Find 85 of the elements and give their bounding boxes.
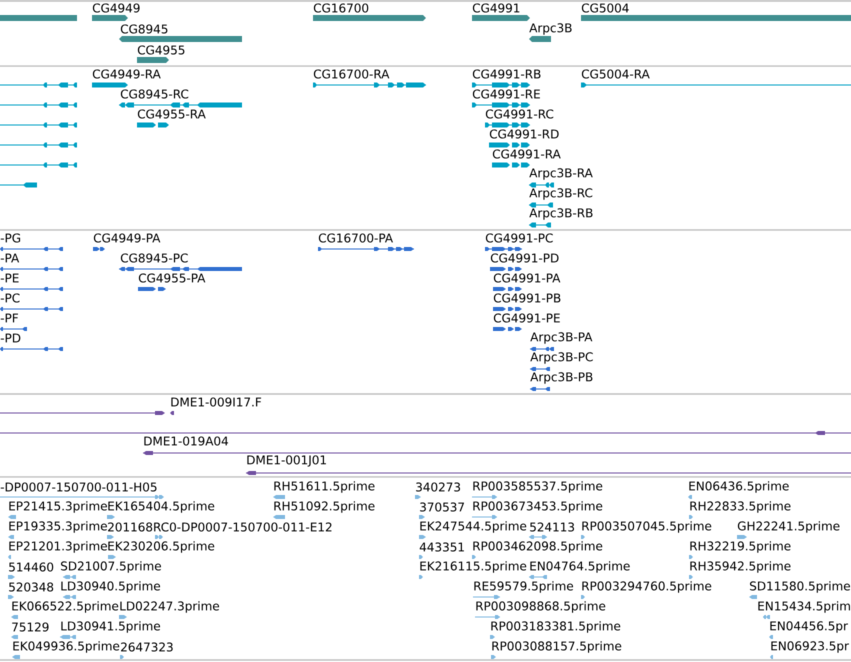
feature-label: CG8945 xyxy=(120,24,168,34)
feature-label: EK165404.5prime xyxy=(108,501,214,513)
feature-label: RH22833.5prime xyxy=(690,501,790,513)
feature-label: RP003673453.5prime xyxy=(473,501,602,513)
feature-label: CG4949-RA xyxy=(92,69,161,79)
feature-label: 443351 xyxy=(420,542,464,552)
feature-label: CG5004 xyxy=(582,3,629,13)
feature-label: RE59579.5prime xyxy=(474,581,574,593)
feature-label: CG8945-PC xyxy=(120,253,188,263)
feature-label: EK066522.5prime xyxy=(12,601,118,613)
feature-label: SD11580.5prime xyxy=(750,581,850,593)
feature-label: EK216115.5prime xyxy=(420,561,526,573)
feature-label: CG4991-PD xyxy=(490,253,558,263)
feature-label: EP21201.3prime xyxy=(9,541,107,553)
feature-label: -PG xyxy=(0,233,20,243)
feature-label: CG16700-RA xyxy=(314,69,390,79)
feature-label: EK049936.5prime xyxy=(13,641,120,653)
feature-label: EN06436.5prime xyxy=(689,481,789,493)
feature-label: Arpc3B-PB xyxy=(530,372,592,384)
feature-label: CG4991-RC xyxy=(486,109,554,119)
feature-label: RP003183381.5prime xyxy=(491,621,620,633)
feature-label: CG4991-PC xyxy=(486,233,553,243)
feature-label: CG4949 xyxy=(92,3,140,13)
feature-label: Arpc3B-PC xyxy=(530,352,593,364)
feature-label: RP003098868.5prime xyxy=(476,601,606,613)
feature-label: EN04456.5pr xyxy=(770,621,848,633)
feature-label: RH51611.5prime xyxy=(274,481,374,493)
feature-label: -PE xyxy=(0,274,19,282)
feature-label: 75129 xyxy=(12,622,49,632)
feature-label: EN06923.5pr xyxy=(771,641,849,653)
feature-label: CG4955-RA xyxy=(138,109,206,119)
feature-label: EP19335.3prime xyxy=(9,521,107,533)
feature-label: RH35942.5prime xyxy=(690,561,790,573)
feature-label: EN15434.5prim xyxy=(758,601,850,613)
feature-label: CG4991-RE xyxy=(472,89,540,99)
feature-label: DME1-009I17.F xyxy=(171,397,262,407)
feature-label: 340273 xyxy=(416,482,460,492)
feature-label: EN04764.5prime xyxy=(530,561,630,573)
feature-label: 2647323 xyxy=(121,642,173,652)
feature-label: DME1-001J01 xyxy=(247,455,326,467)
feature-label: CG4955-PA xyxy=(138,273,206,283)
feature-label: Arpc3B-PA xyxy=(530,332,592,344)
feature-label: CG8945-RC xyxy=(120,89,188,99)
feature-label: SD21007.5prime xyxy=(60,561,161,573)
feature-label: Arpc3B-RC xyxy=(529,188,592,200)
feature-label: -PF xyxy=(0,314,18,322)
feature-label: LD30941.5prime xyxy=(61,621,160,633)
feature-label: LD30940.5prime xyxy=(61,581,160,593)
feature-label: RP003294760.5prime xyxy=(582,581,712,593)
feature-label: GH22241.5prime xyxy=(738,521,840,533)
feature-label: CG4955 xyxy=(138,45,184,55)
feature-label: 520348 xyxy=(9,582,54,592)
feature-label: EK247544.5prime xyxy=(420,521,526,533)
feature-label: Arpc3B-RA xyxy=(529,168,593,180)
feature-label: CG4991-RB xyxy=(472,69,540,79)
feature-label: DME1-019A04 xyxy=(144,436,228,446)
feature-label: RP003585537.5prime xyxy=(473,481,602,493)
feature-label: LD02247.3prime xyxy=(120,601,220,613)
feature-label: 524113 xyxy=(530,522,574,532)
feature-label: RH51092.5prime xyxy=(274,501,374,513)
feature-label: CG4991-PE xyxy=(494,313,560,323)
feature-label: CG4991-PA xyxy=(494,273,560,283)
feature-label: CG16700 xyxy=(314,3,368,13)
feature-label: EK230206.5prime xyxy=(108,541,214,553)
feature-label: CG4949-PA xyxy=(94,233,160,243)
feature-label: CG5004-RA xyxy=(582,69,650,79)
feature-label: CG4991-RA xyxy=(492,149,561,159)
feature-label: -PA xyxy=(0,254,20,262)
feature-label: -PC xyxy=(0,293,20,303)
feature-label: RH32219.5prime xyxy=(690,541,790,553)
feature-label: CG4991-RD xyxy=(490,129,559,139)
feature-label: CG16700-PA xyxy=(318,233,393,243)
feature-label: RP003462098.5prime xyxy=(473,541,602,553)
feature-label: RP003507045.5prime xyxy=(582,521,712,533)
feature-label: -DP0007-150700-011-H05 xyxy=(0,482,156,492)
feature-label: EP21415.3prime xyxy=(9,501,107,513)
feature-label: 201168RC0-DP0007-150700-011-E12 xyxy=(108,522,332,532)
feature-label: 370537 xyxy=(420,502,464,512)
feature-label: CG4991-PB xyxy=(494,293,560,303)
feature-label: 514460 xyxy=(9,562,54,572)
feature-label: CG4991 xyxy=(472,3,520,13)
feature-label: -PD xyxy=(0,334,20,342)
feature-label: RP003088157.5prime xyxy=(492,641,622,653)
feature-label: Arpc3B xyxy=(529,23,572,35)
feature-label: Arpc3B-RB xyxy=(529,208,592,220)
